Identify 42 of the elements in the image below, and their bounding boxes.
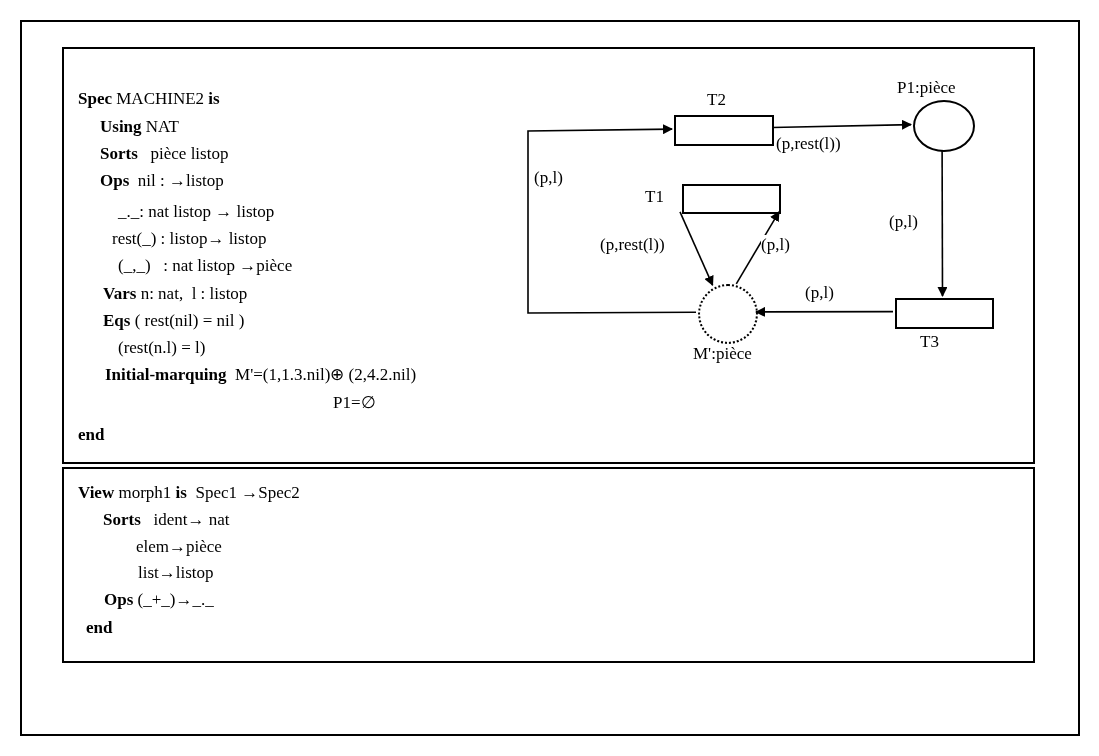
arrow [527, 124, 697, 314]
arrow [771, 119, 912, 130]
code-line: Initial-marquing M'=(1,1.3.nil)⊕ (2,4.2.nil) [105, 364, 417, 386]
arrow [755, 306, 894, 317]
arrow [937, 149, 948, 297]
code-line: Vars n: nat, l : listop [103, 283, 248, 305]
node-name: P1:pièce [897, 77, 956, 99]
transition-box [682, 184, 781, 214]
arrow [679, 211, 714, 287]
code-line: end [86, 617, 113, 639]
code-line: end [78, 424, 105, 446]
node-name: T1 [645, 186, 664, 208]
code-line: Spec MACHINE2 is [78, 88, 220, 110]
edge-label: (p,l) [534, 168, 563, 188]
code-line: Ops nil : →listop [100, 170, 224, 192]
transition-box [895, 298, 994, 329]
code-line: (_,_) : nat listop →pièce [118, 255, 293, 277]
edge-label: (p,rest(l)) [776, 134, 841, 154]
code-line: list→listop [138, 562, 214, 584]
arrow [735, 211, 780, 285]
edge-label: (p,l) [805, 283, 834, 303]
code-line: Using NAT [100, 116, 179, 138]
node-name: M':pièce [693, 343, 752, 365]
code-line: _._: nat listop → listop [118, 201, 275, 223]
code-line: Eqs ( rest(nil) = nil ) [103, 310, 245, 332]
edge-label: (p,l) [889, 212, 918, 232]
code-line: Ops (_+_)→_._ [104, 589, 214, 611]
transition-box [674, 115, 774, 146]
node-name: T2 [707, 89, 726, 111]
view-panel [62, 467, 1035, 663]
code-line: P1=∅ [333, 392, 376, 414]
specification-panel [62, 47, 1035, 464]
code-line: Sorts ident→ nat [103, 509, 230, 531]
code-line: View morph1 is Spec1 →Spec2 [78, 482, 300, 504]
place-circle [913, 100, 975, 152]
code-line: elem→pièce [136, 536, 222, 558]
node-name: T3 [920, 331, 939, 353]
edge-label: (p,rest(l)) [600, 235, 665, 255]
edge-label: (p,l) [761, 235, 790, 255]
code-line: Sorts pièce listop [100, 143, 229, 165]
code-line: rest(_) : listop→ listop [112, 228, 267, 250]
code-line: (rest(n.l) = l) [118, 337, 206, 359]
